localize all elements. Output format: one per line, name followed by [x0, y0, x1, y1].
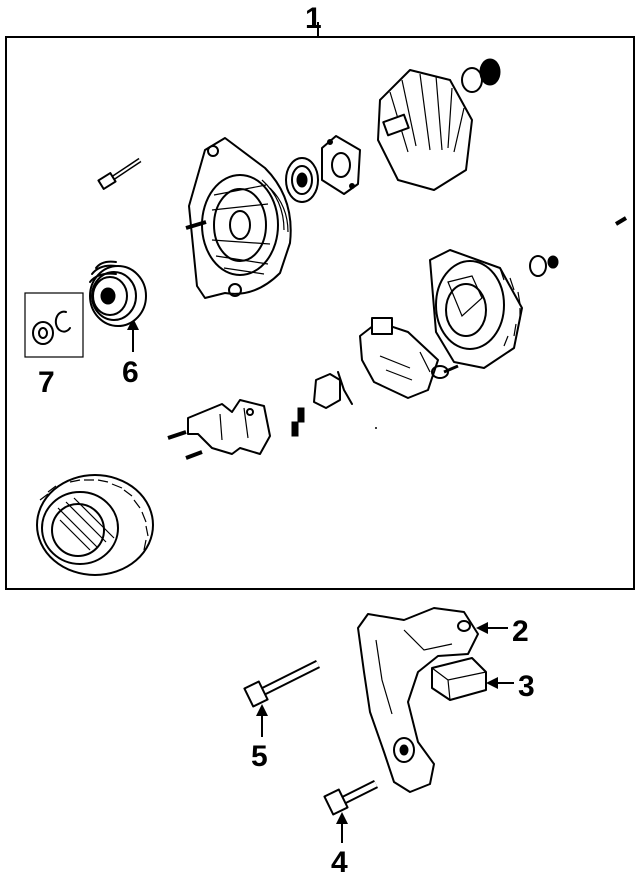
- callout-5-arrow: [256, 704, 268, 737]
- callout-6-arrow: [127, 318, 139, 352]
- callout-3-label: 3: [518, 670, 535, 703]
- front-bearing: [285, 157, 319, 203]
- callout-7-label: 7: [38, 366, 55, 399]
- through-bolt: [97, 157, 142, 190]
- callout-4-label: 4: [331, 846, 348, 879]
- small-screw-right: [614, 216, 628, 226]
- callout-2-label: 2: [512, 615, 529, 648]
- callout-5-label: 5: [251, 740, 268, 773]
- callout-6-label: 6: [122, 356, 139, 389]
- short-mounting-bolt: [323, 779, 379, 816]
- long-mounting-bolt: [243, 659, 321, 708]
- bracket-spacer: [431, 657, 487, 701]
- mounting-bracket: [357, 607, 479, 793]
- callout-2-arrow: [476, 622, 508, 634]
- rotor-assembly: [377, 58, 501, 191]
- callout-1-label: 1: [305, 2, 322, 35]
- rectifier-bracket: [167, 399, 271, 460]
- alternator-assembly-frame: [5, 36, 635, 590]
- diagram-speck: [375, 427, 377, 429]
- brush-holder-clip: [313, 371, 353, 409]
- callout-3-arrow: [486, 677, 514, 689]
- bearing-retainer-plate: [321, 135, 361, 195]
- brush-springs: [291, 407, 305, 437]
- callout-4-arrow: [336, 812, 348, 843]
- stator: [36, 474, 154, 576]
- drive-end-frame: [185, 137, 292, 299]
- retaining-ring-kit: [24, 292, 84, 358]
- pulley: [89, 260, 147, 327]
- voltage-regulator: [359, 317, 459, 399]
- rear-end-frame: [429, 249, 559, 369]
